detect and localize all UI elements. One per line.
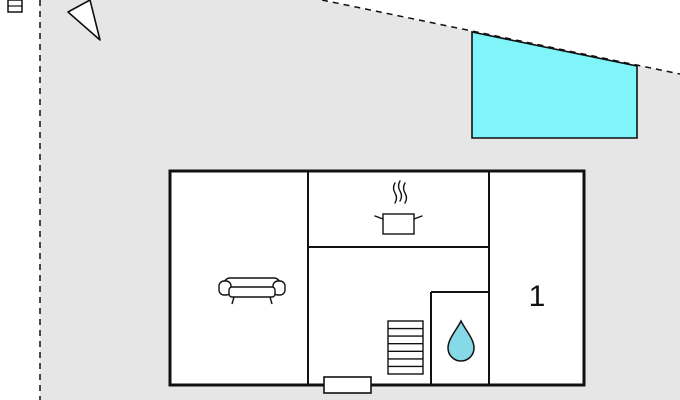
sofa-icon	[218, 277, 286, 305]
water-drop-icon	[447, 319, 475, 362]
pool-area	[471, 31, 638, 139]
plot-boundary-top	[321, 0, 680, 75]
compass-arrow-icon	[67, 0, 101, 41]
door-icon	[323, 376, 372, 394]
cooking-pot-icon	[374, 180, 423, 235]
staircase-icon	[387, 320, 424, 375]
bedroom-label: 1	[529, 280, 546, 313]
